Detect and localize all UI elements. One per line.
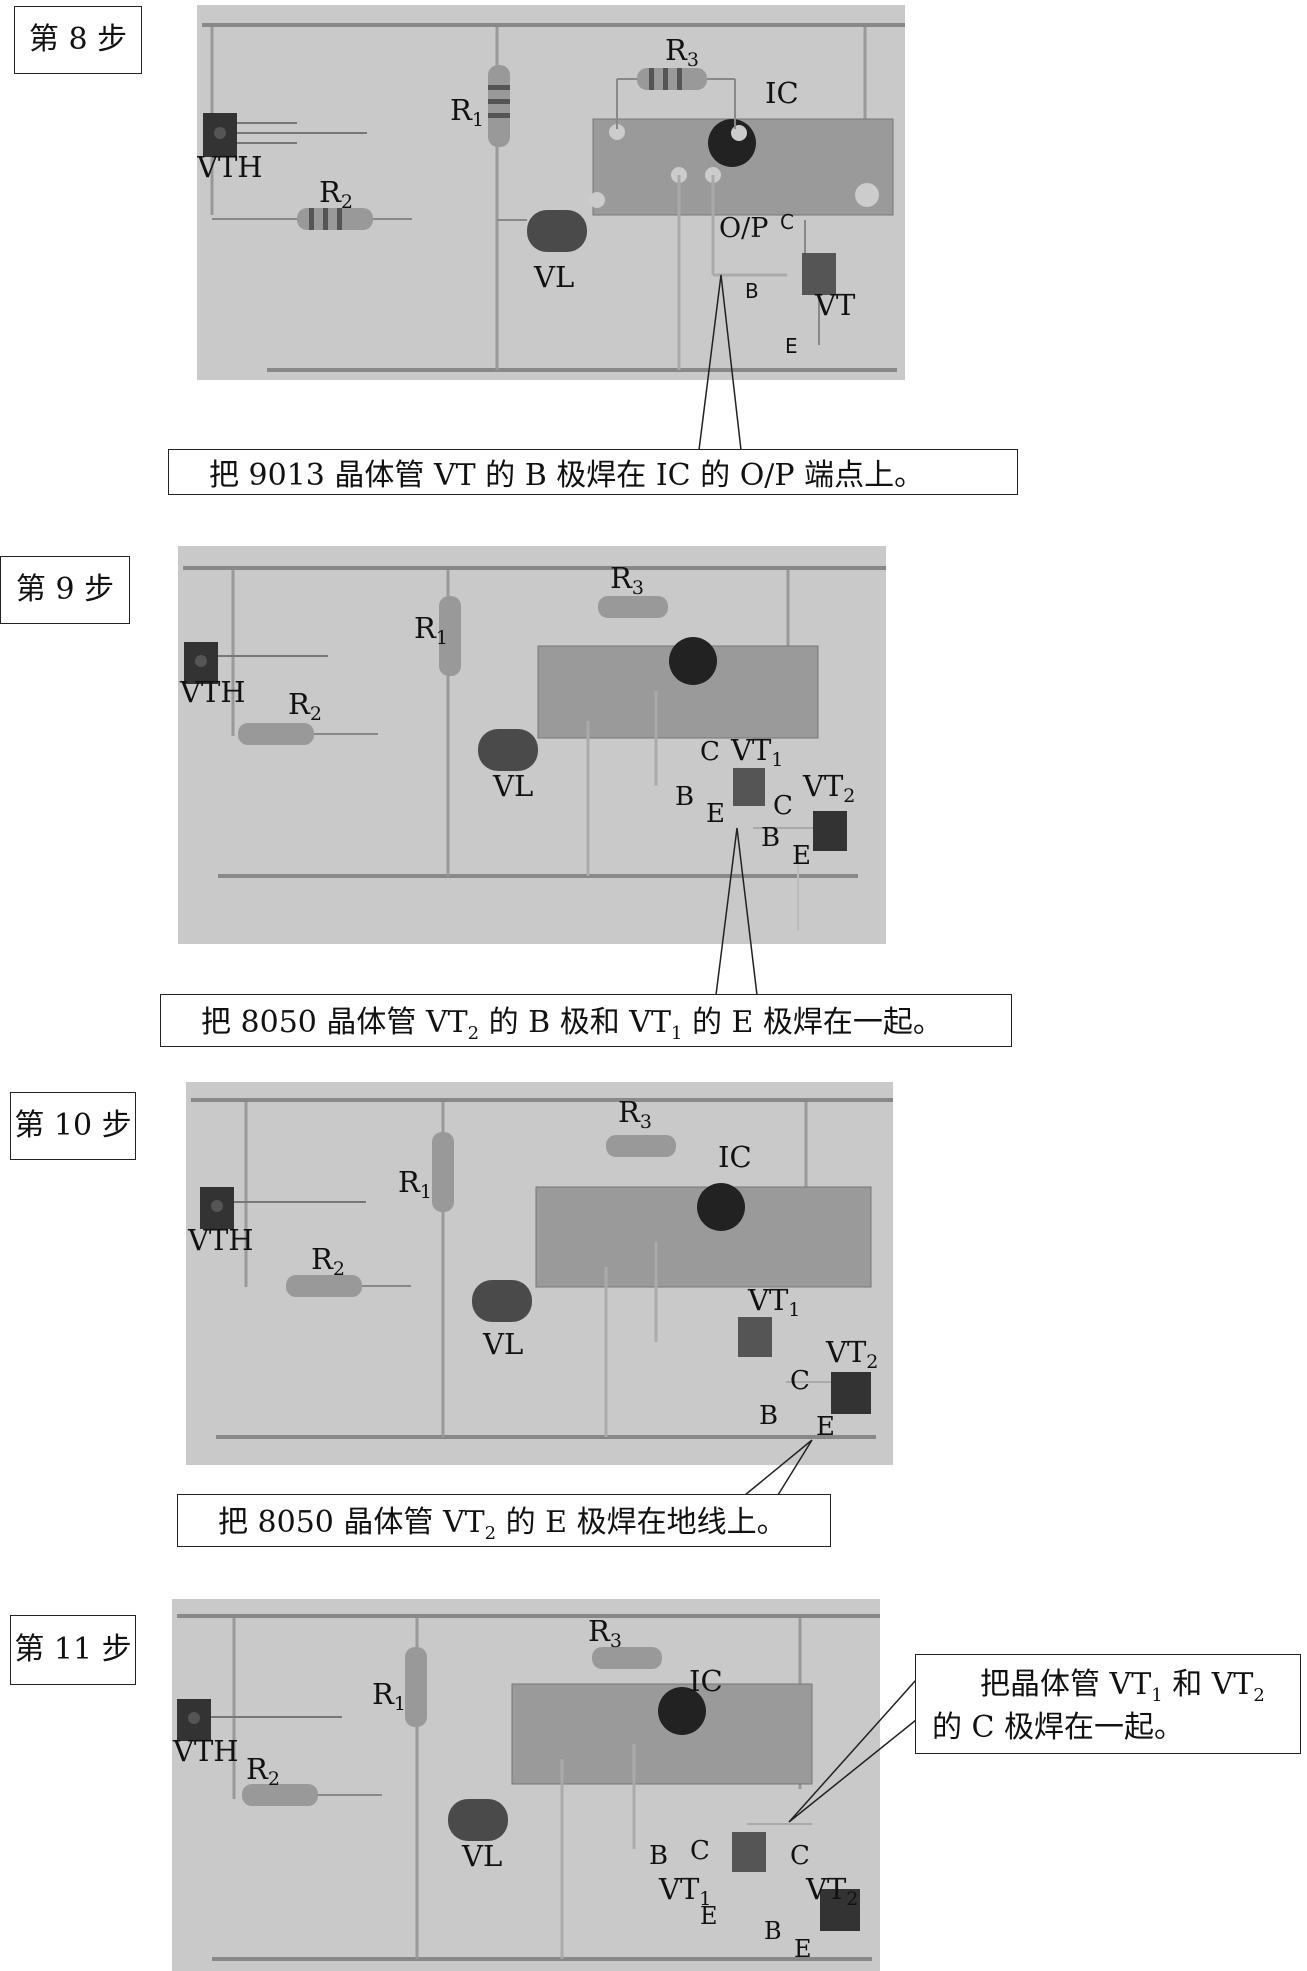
step-9-callout-text: 把 8050 晶体管 VT2 的 B 极和 VT1 的 E 极焊在一起。 [201,1005,943,1044]
c1-label: C [690,1836,710,1866]
e2-label: E [792,841,811,871]
step-11-label-text: 第 11 步 [14,1632,132,1667]
r2-label: R2 [311,1242,345,1280]
c-pin-label: C [780,210,794,234]
vl-label: VL [461,1839,502,1873]
r1-label: R1 [414,611,448,649]
e1-label: E [706,799,725,829]
r3-label: R3 [618,1095,652,1133]
r1-label: R1 [398,1165,432,1203]
vth-label: VTH [172,1734,239,1768]
step-10-label: 第 10 步 [10,1092,136,1160]
step-9-label-text: 第 9 步 [15,572,115,607]
b2-label: B [764,1917,782,1945]
step-11-photo: VTH R2 R1 R3 IC VL B C C VT1 E VT2 B E [172,1599,880,1971]
e-pin-label: E [816,1412,835,1442]
vt1-label: VT1 [658,1872,711,1910]
step-9-photo: VTH R2 R1 R3 VL C VT1 B E C VT2 B E [178,546,886,944]
e2-label: E [794,1935,812,1963]
r3-label: R3 [665,33,699,71]
step-8-label-text: 第 8 步 [28,22,128,57]
r3-label: R3 [610,561,644,599]
step-9-label: 第 9 步 [0,556,130,624]
c2-label: C [790,1841,810,1871]
c2-label: C [773,791,793,821]
step-8-circuit: VTH R2 R1 R3 IC VL O/P C B E VT [197,23,905,372]
step-9-callout: 把 8050 晶体管 VT2 的 B 极和 VT1 的 E 极焊在一起。 [160,994,1012,1047]
vt-label: VT [814,288,856,322]
e-pin-label: E [785,334,798,358]
step-11-callout-line1: 把晶体管 VT1 和 VT2 [980,1667,1265,1706]
ic-label: IC [765,76,799,110]
b-pin-label: B [745,279,759,303]
step-10-circuit: VTH R2 R1 R3 IC VL VT1 VT2 C B E [187,1095,893,1442]
step-8-photo: VTH R2 R1 R3 IC VL O/P C B E VT [197,5,905,380]
r2-label: R2 [288,687,322,725]
vl-label: VL [492,769,533,803]
r1-label: R1 [450,93,484,131]
b-pin-label: B [759,1401,778,1431]
b1-label: B [675,782,694,812]
ic-label: IC [689,1664,723,1698]
b1-label: B [649,1841,668,1871]
vt2-label: VT2 [825,1335,878,1373]
vth-label: VTH [187,1223,254,1257]
r2-label: R2 [319,175,353,213]
r1-label: R1 [372,1677,406,1715]
vt2-label: VT2 [802,769,855,807]
step-11-callout-line2: 的 C 极焊在一起。 [932,1710,1185,1746]
c-pin-label: C [790,1366,810,1396]
step-9-circuit: VTH R2 R1 R3 VL C VT1 B E C VT2 B E [179,561,886,931]
vt2-label: VT2 [805,1872,858,1910]
step-11-circuit: VTH R2 R1 R3 IC VL B C C VT1 E VT2 B E [172,1614,880,1963]
vl-label: VL [482,1327,523,1361]
vl-label: VL [533,260,574,294]
step-8-label: 第 8 步 [14,6,142,74]
b2-label: B [761,823,780,853]
step-10-callout: 把 8050 晶体管 VT2 的 E 极焊在地线上。 [177,1494,831,1547]
vth-label: VTH [179,675,246,709]
vt1-label: VT1 [730,733,783,771]
step-11-label: 第 11 步 [10,1615,136,1685]
step-8-callout-text: 把 9013 晶体管 VT 的 B 极焊在 IC 的 O/P 端点上。 [209,458,925,493]
e1-label: E [700,1902,718,1930]
step-11-callout: 把晶体管 VT1 和 VT2 的 C 极焊在一起。 [915,1654,1301,1754]
step-10-photo: VTH R2 R1 R3 IC VL VT1 VT2 C B E [186,1082,893,1465]
vth-label: VTH [197,150,263,184]
c1-label: C [700,737,720,767]
ic-label: IC [718,1140,752,1174]
op-label: O/P [719,213,768,244]
step-8-callout: 把 9013 晶体管 VT 的 B 极焊在 IC 的 O/P 端点上。 [168,449,1018,495]
r2-label: R2 [246,1752,280,1790]
step-10-callout-text: 把 8050 晶体管 VT2 的 E 极焊在地线上。 [218,1505,787,1544]
step-10-label-text: 第 10 步 [14,1108,132,1143]
vt1-label: VT1 [747,1283,800,1321]
r3-label: R3 [588,1614,622,1652]
